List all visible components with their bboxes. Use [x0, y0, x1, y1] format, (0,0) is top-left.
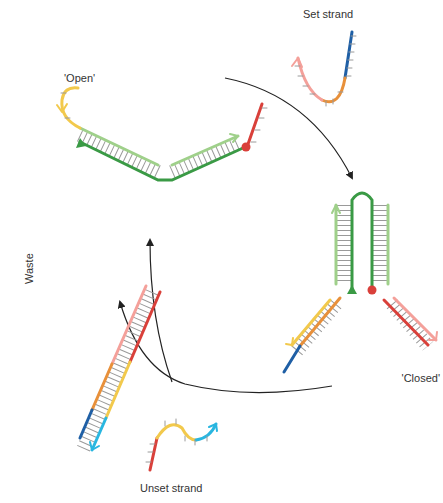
state-label: Waste	[23, 253, 36, 284]
triangle-marker	[347, 285, 357, 294]
state-label: Unset strand	[140, 482, 202, 495]
state-label: Set strand	[303, 8, 353, 21]
dot-marker	[368, 286, 377, 295]
cycle-arrows	[120, 78, 352, 393]
strands	[57, 32, 437, 470]
base-pairs	[80, 135, 428, 452]
state-label: 'Closed'	[402, 372, 440, 385]
dot-marker	[242, 143, 251, 152]
triangle-marker	[76, 138, 86, 148]
state-label: 'Open'	[64, 72, 95, 85]
